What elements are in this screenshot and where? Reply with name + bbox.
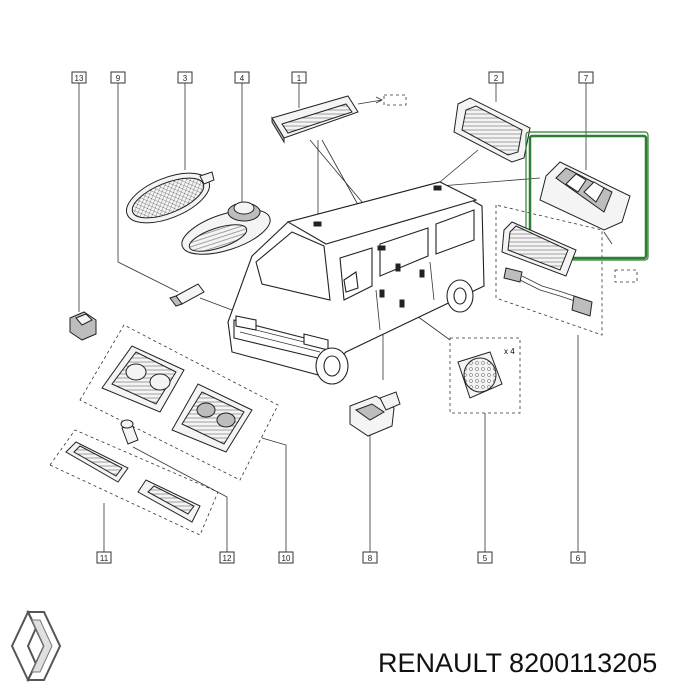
svg-text:6: 6 [576,554,581,563]
highlight-frame-outer [525,131,649,261]
van-illustration [227,181,485,385]
dashed-groups [49,94,638,536]
svg-text:10: 10 [282,554,291,563]
part-1-dome-lamp [271,95,383,144]
callout-8: 8 [362,551,378,564]
svg-text:13: 13 [75,74,84,83]
callout-2: 2 [488,71,504,84]
callout-11: 11 [96,551,112,564]
part-number: 8200113205 [509,648,658,678]
callout-9: 9 [110,71,126,84]
part-5-honeycomb-grille: x 4 [457,347,515,399]
svg-text:7: 7 [584,74,589,83]
callout-3: 3 [177,71,193,84]
highlight-frame [528,134,648,260]
part-2-lamp-lens [453,97,531,163]
svg-text:1: 1 [297,74,302,83]
footer-caption: RENAULT 8200113205 [378,648,657,679]
part-13-switch [69,311,97,341]
svg-text:8: 8 [368,554,373,563]
callout-6: 6 [570,551,586,564]
svg-text:5: 5 [483,554,488,563]
callout-4: 4 [234,71,250,84]
part-11-lens-b [137,479,201,523]
callout-5: 5 [477,551,493,564]
part-9-bulb [169,283,205,307]
part-8-switch [349,391,401,437]
svg-text:2: 2 [494,74,499,83]
svg-text:4: 4 [240,74,245,83]
part-4-speaker [181,201,271,255]
callout-12: 12 [219,551,235,564]
renault-logo-icon [10,609,62,683]
callout-10: 10 [278,551,294,564]
part-7-interior-lamp [539,161,631,245]
brand-name: RENAULT [378,648,502,678]
svg-text:9: 9 [116,74,121,83]
part-11-lens-a [65,441,129,483]
part-10-lamp-housing-b [171,383,253,453]
callout-7: 7 [578,71,594,84]
callout-13: 13 [71,71,87,84]
svg-text:3: 3 [183,74,188,83]
part-6-lamp-harness [501,221,593,317]
callout-1: 1 [291,71,307,84]
part-10-lamp-housing-a [101,345,185,413]
part-12-bulb [120,419,139,445]
part-3-oval-grille [126,171,215,224]
svg-text:11: 11 [100,554,109,563]
quantity-label: x 4 [504,347,515,356]
svg-text:12: 12 [223,554,232,563]
